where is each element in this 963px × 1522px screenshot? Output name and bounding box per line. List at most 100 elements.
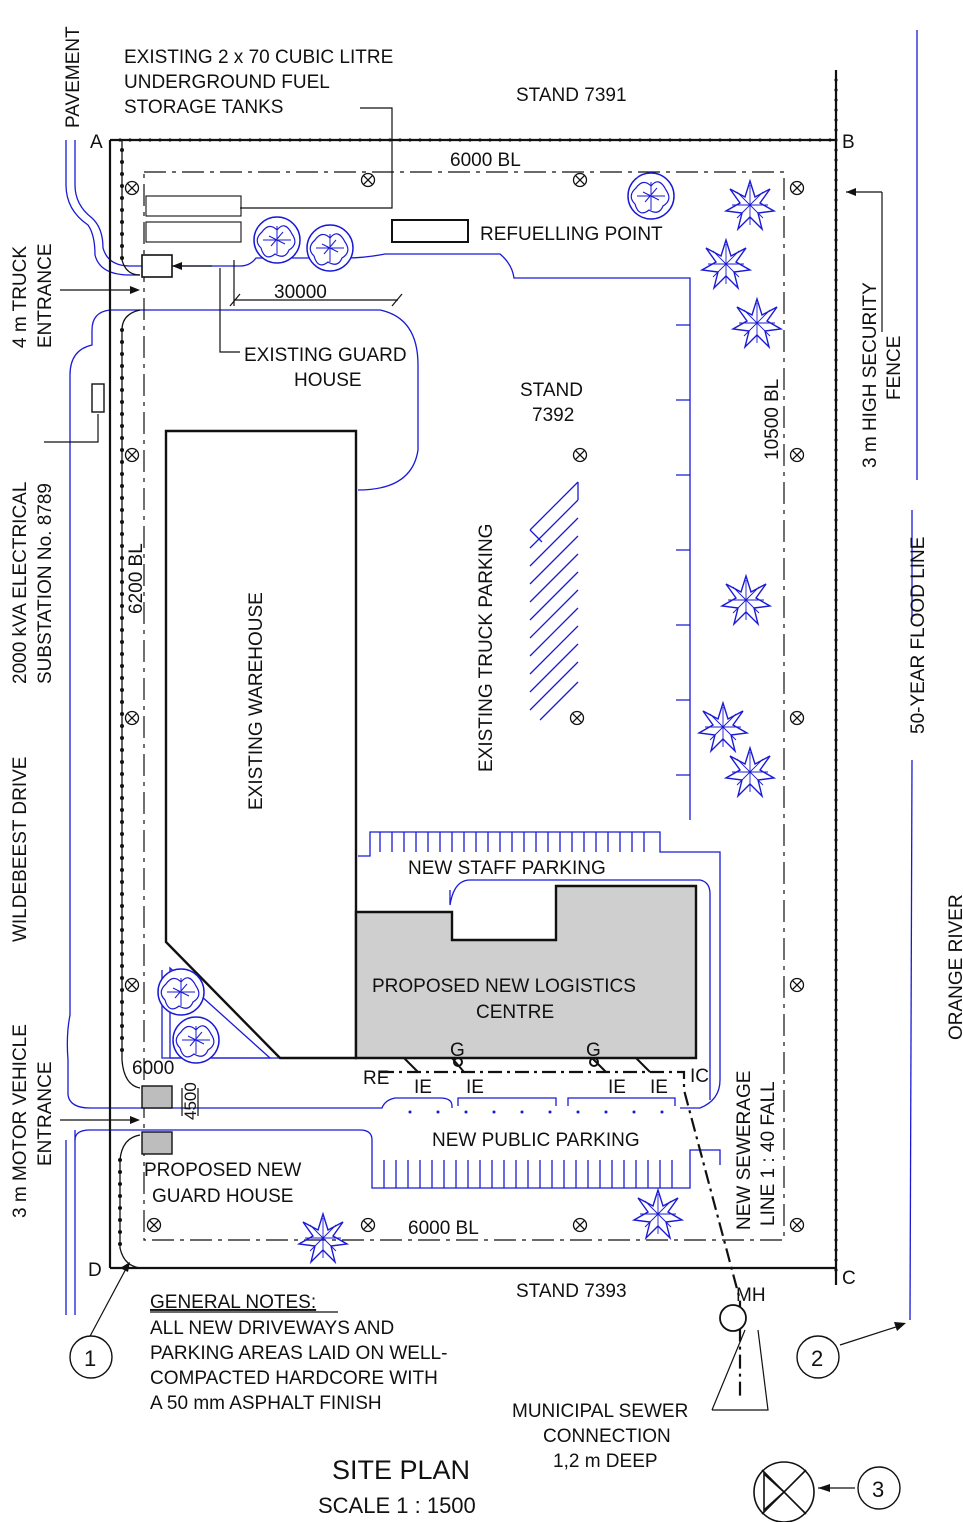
fence-post	[120, 328, 124, 332]
staff-parking-label: NEW STAFF PARKING	[408, 858, 606, 879]
sewerage-line2: LINE 1 : 40 FALL	[758, 1081, 779, 1226]
fence-post	[834, 78, 838, 82]
fence-post	[834, 1018, 838, 1022]
fence-post	[834, 328, 838, 332]
fence-post	[834, 1118, 838, 1122]
fence-post	[120, 568, 124, 572]
fence-post	[120, 976, 124, 980]
fence-post	[120, 700, 124, 704]
fence-post	[118, 1206, 122, 1210]
fence-post	[148, 138, 152, 142]
fence-post	[120, 580, 124, 584]
fence-post	[118, 1158, 122, 1162]
fence-post	[120, 232, 124, 236]
fence-post	[834, 938, 838, 942]
fence-post	[834, 788, 838, 792]
fence-post	[834, 728, 838, 732]
fence-post	[118, 1182, 122, 1186]
bl-east-label: 10500 BL	[762, 379, 783, 460]
fence-post	[120, 784, 124, 788]
fence-post	[218, 138, 222, 142]
fence-post	[834, 1158, 838, 1162]
fence-post	[834, 1108, 838, 1112]
warehouse-label: EXISTING WAREHOUSE	[246, 592, 267, 810]
fence-post	[834, 948, 838, 952]
fence-post	[398, 138, 402, 142]
fence-post	[834, 198, 838, 202]
fence-post	[834, 988, 838, 992]
callout-2: 2	[796, 1335, 840, 1379]
fence-post	[834, 238, 838, 242]
fence-post	[128, 138, 132, 142]
refuelling-point-label: REFUELLING POINT	[480, 224, 663, 245]
floodlight-icon	[124, 447, 140, 463]
fence-post	[288, 138, 292, 142]
fence-post	[708, 138, 712, 142]
parking-markers	[408, 1110, 664, 1114]
fence-post	[834, 928, 838, 932]
fence-post	[834, 698, 838, 702]
star-shrub-icon	[725, 180, 775, 230]
fence-post	[834, 658, 838, 662]
fence-post	[120, 964, 124, 968]
fence-post	[120, 988, 124, 992]
sewer-connection-line2: CONNECTION	[543, 1426, 671, 1447]
floodlight-icon	[569, 710, 585, 726]
fence-post	[834, 388, 838, 392]
fence-post	[798, 138, 802, 142]
truck-entrance-line1: 4 m TRUCK	[10, 246, 31, 348]
fence-post	[608, 138, 612, 142]
fence-post	[118, 1218, 122, 1222]
new-guard-house-line2: GUARD HOUSE	[152, 1186, 293, 1207]
fence-post	[428, 138, 432, 142]
fence-post	[834, 718, 838, 722]
fence-post	[834, 1148, 838, 1152]
fence-post	[698, 138, 702, 142]
fence-post	[668, 138, 672, 142]
round-tree-icon	[627, 172, 675, 220]
fence-post	[168, 138, 172, 142]
fence-post	[120, 244, 124, 248]
arrowheads	[120, 188, 906, 1492]
flood-line-label: 50-YEAR FLOOD LINE	[908, 537, 929, 734]
fence-post	[834, 978, 838, 982]
fence-post	[834, 1028, 838, 1032]
fence-post	[834, 268, 838, 272]
fence-post	[834, 768, 838, 772]
fence-post	[120, 808, 124, 812]
fence-post	[458, 138, 462, 142]
fence-post	[378, 138, 382, 142]
floodlight-icon	[360, 1217, 376, 1233]
fence-post	[120, 1048, 124, 1052]
fence-post	[638, 138, 642, 142]
notes-line3: COMPACTED HARDCORE WITH	[150, 1368, 438, 1389]
fence-post	[834, 968, 838, 972]
fence-post	[120, 916, 124, 920]
fence-post	[120, 352, 124, 356]
fence-post	[198, 138, 202, 142]
fence-post	[120, 628, 124, 632]
fence-post	[834, 188, 838, 192]
fence-post	[120, 844, 124, 848]
fence-post	[834, 608, 838, 612]
fence-post	[120, 820, 124, 824]
sewerage-line1: NEW SEWERAGE	[734, 1071, 755, 1230]
fence-post	[518, 138, 522, 142]
fence-post	[834, 358, 838, 362]
guard-d-dimension: 4500	[181, 1082, 200, 1120]
fence-post	[834, 628, 838, 632]
inner-fence	[119, 140, 141, 1269]
fence-post	[118, 1242, 122, 1246]
fence-post	[834, 1058, 838, 1062]
fence-post	[438, 138, 442, 142]
fence-post	[834, 538, 838, 542]
fence-post	[120, 412, 124, 416]
fence-post	[834, 368, 838, 372]
fence-post	[528, 138, 532, 142]
fence-post	[758, 138, 762, 142]
corner-label-d: D	[88, 1260, 102, 1281]
fence-post	[120, 1024, 124, 1028]
fence-post	[120, 664, 124, 668]
fence-post	[834, 808, 838, 812]
